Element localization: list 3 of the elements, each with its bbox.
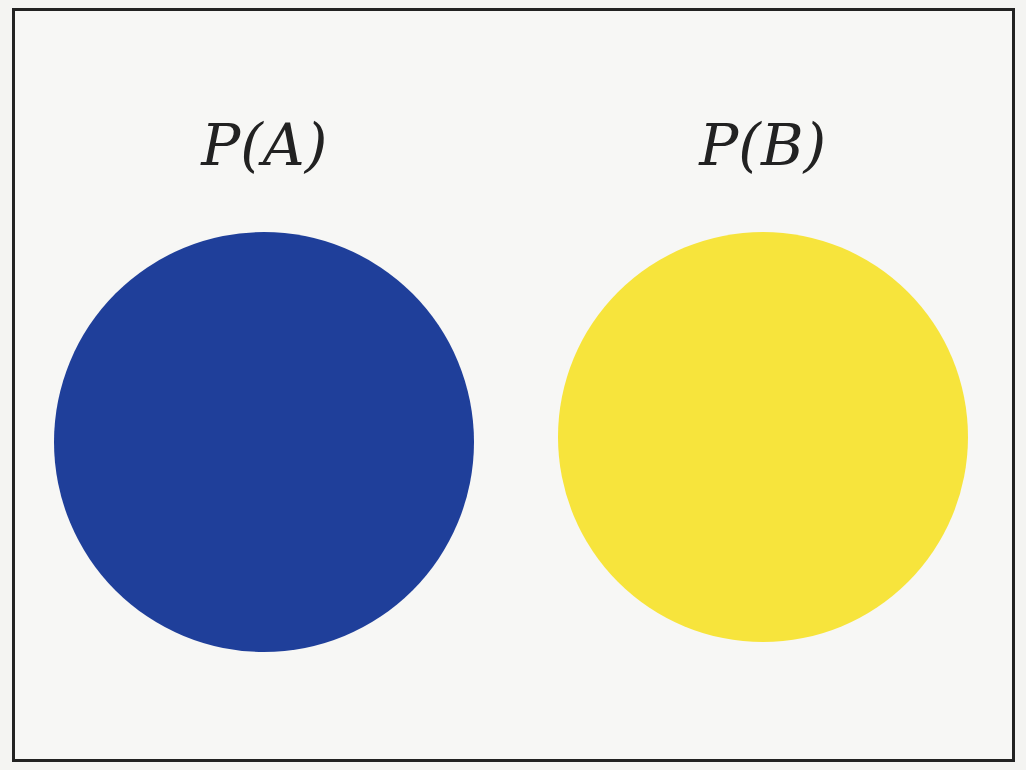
event-label: P(B): [699, 110, 827, 180]
event-label: P(A): [201, 110, 328, 180]
sample-space-frame: [12, 8, 1015, 762]
